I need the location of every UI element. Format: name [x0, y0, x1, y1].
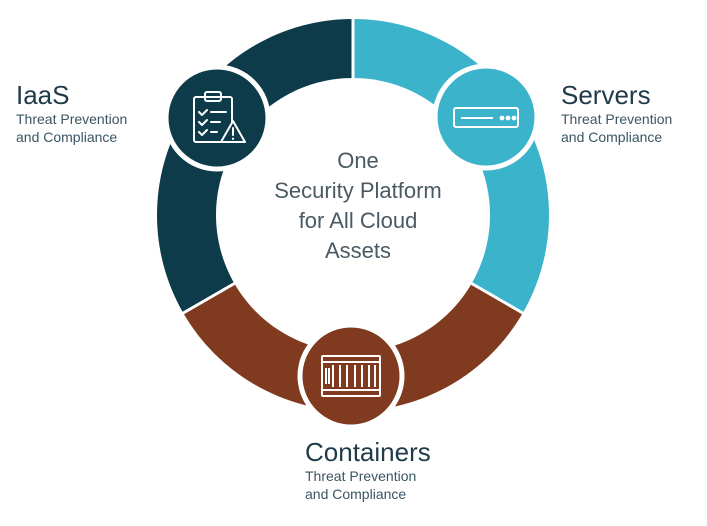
- containers-subtitle-line-1: Threat Prevention: [305, 468, 417, 484]
- ring-separator: [180, 281, 237, 316]
- servers-subtitle-line-1: Threat Prevention: [561, 111, 673, 127]
- servers-subtitle-line-2: and Compliance: [561, 129, 663, 145]
- center-title: One Security Platform for All Cloud Asse…: [258, 146, 458, 266]
- containers-title: Containers: [305, 437, 431, 467]
- containers-ring-segment: [183, 283, 523, 411]
- center-line-1: One: [337, 148, 379, 173]
- center-line-2: Security Platform: [274, 178, 442, 203]
- iaas-subtitle-line-2: and Compliance: [16, 129, 118, 145]
- servers-badge: [432, 63, 540, 171]
- iaas-badge: [163, 64, 271, 172]
- iaas-label: IaaS Threat Prevention and Compliance: [16, 80, 127, 146]
- servers-label: Servers Threat Prevention and Compliance: [561, 80, 672, 146]
- iaas-subtitle-line-1: Threat Prevention: [16, 111, 128, 127]
- shipping-container-icon: [321, 355, 381, 397]
- containers-subtitle-line-2: and Compliance: [305, 486, 407, 502]
- center-line-4: Assets: [324, 238, 392, 263]
- servers-title: Servers: [561, 80, 651, 110]
- iaas-title: IaaS: [16, 80, 70, 110]
- containers-badge: [297, 322, 405, 430]
- ring-separator: [469, 281, 526, 316]
- containers-label: Containers Threat Prevention and Complia…: [305, 437, 431, 503]
- center-line-3: for All Cloud: [298, 208, 418, 233]
- clipboard-checklist-warning-icon: [193, 91, 246, 143]
- server-rack-icon: [453, 107, 519, 128]
